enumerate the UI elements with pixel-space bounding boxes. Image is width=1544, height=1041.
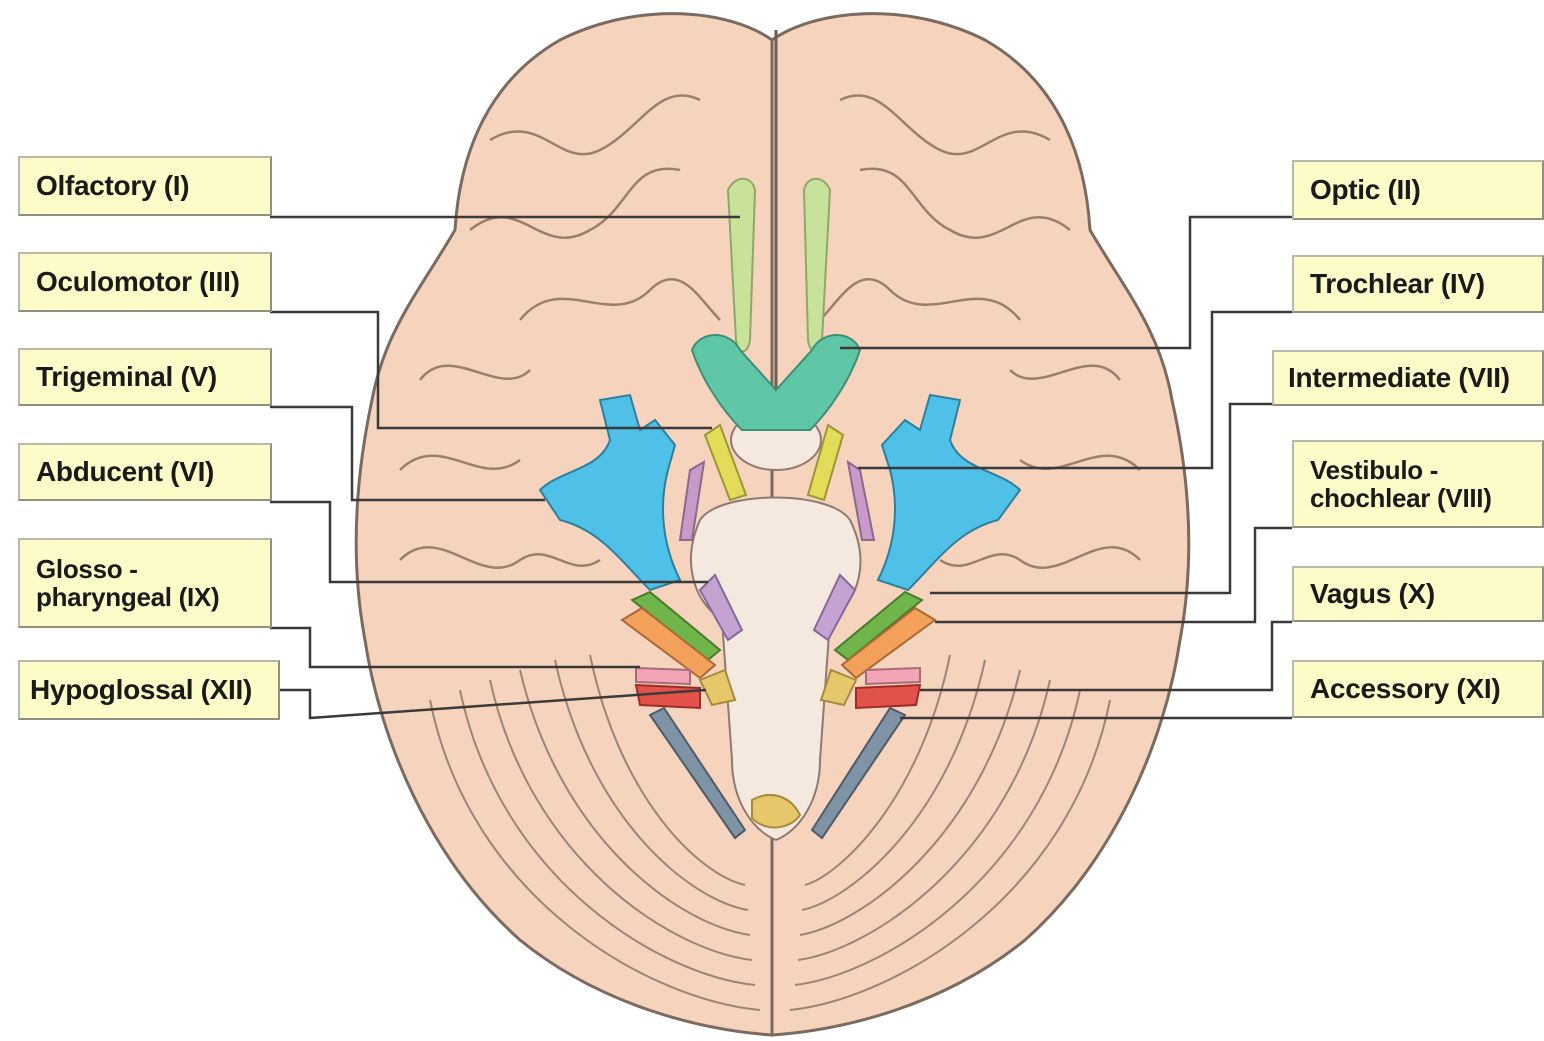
label-hypoglossal: Hypoglossal (XII) <box>18 660 280 720</box>
label-olfactory: Olfactory (I) <box>18 156 272 216</box>
label-oculomotor: Oculomotor (III) <box>18 252 272 312</box>
label-trochlear: Trochlear (IV) <box>1292 255 1544 313</box>
label-intermediate: Intermediate (VII) <box>1272 350 1544 406</box>
label-glossopharyngeal: Glosso - pharyngeal (IX) <box>18 538 272 628</box>
label-optic: Optic (II) <box>1292 160 1544 220</box>
label-vestibulocochlear: Vestibulo - chochlear (VIII) <box>1292 440 1544 528</box>
label-trigeminal: Trigeminal (V) <box>18 348 272 406</box>
label-accessory: Accessory (XI) <box>1292 660 1544 718</box>
label-vagus: Vagus (X) <box>1292 566 1544 622</box>
label-abducent: Abducent (VI) <box>18 443 272 501</box>
